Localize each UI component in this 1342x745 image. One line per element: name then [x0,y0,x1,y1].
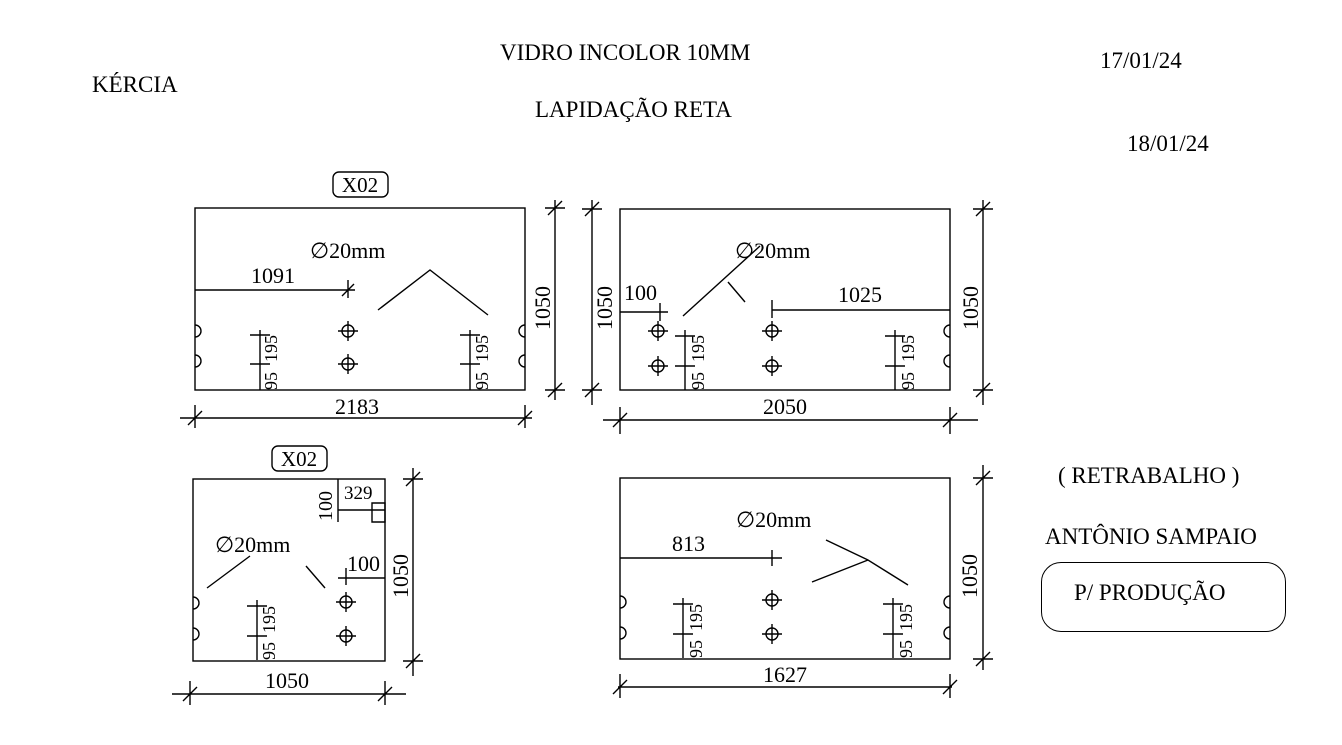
piece-4-notch-left [619,595,627,640]
piece-1-diameter-leader [377,269,489,316]
piece-2-offset-left-line [620,303,668,321]
piece-1-spacing-2: 195 [261,335,281,362]
piece-4-spacing-2-right: 195 [896,604,916,631]
piece-4: 813 95 195 95 195 ∅20mm 1050 1627 [612,465,993,698]
material-title: VIDRO INCOLOR 10MM [500,40,751,65]
piece-4-offset-line [620,550,782,566]
piece-3-notch-width: 329 [344,483,373,504]
piece-1-width-line [180,405,533,428]
piece-2-outline [619,208,951,391]
piece-4-outline [619,477,951,660]
piece-3-tag-box [271,445,328,472]
finish-title: LAPIDAÇÃO RETA [535,97,732,122]
piece-1-spacing-2-right: 195 [472,335,492,362]
production-stamp: P/ PRODUÇÃO [1041,562,1286,632]
client-name: KÉRCIA [92,72,178,97]
piece-1-offset: 1091 [251,263,295,288]
piece-2-hole [648,321,668,341]
piece-2: 95 195 95 195 100 1025 ∅20mm 1050 1050 2… [582,200,993,434]
piece-1-width: 2183 [335,394,379,419]
piece-2-height-right-line [973,200,993,405]
piece-3-width-line [172,681,406,705]
piece-1-spacing-1: 95 [261,372,281,390]
piece-2-spacing-2-right: 195 [898,335,918,362]
piece-3-diameter-leader [206,555,326,589]
piece-2-hole [648,356,668,376]
piece-1-outline [194,207,526,391]
piece-2-width: 2050 [763,394,807,419]
piece-2-height-left-line [582,200,602,405]
piece-3-diameter: ∅20mm [215,532,290,557]
piece-2-offset-right: 1025 [838,282,882,307]
piece-2-spacing-line-left [675,330,695,390]
piece-1-tag: X02 [342,173,378,197]
piece-4-width: 1627 [763,662,807,687]
piece-3-spacing-1: 95 [259,642,279,660]
piece-3-offset: 100 [347,551,380,576]
piece-2-spacing-line-right [885,330,905,390]
piece-4-spacing-1-right: 95 [896,640,916,658]
piece-1-notch-left [194,324,202,368]
piece-3-hole [336,592,356,612]
piece-3-height: 1050 [388,554,413,598]
piece-1-spacing-line-left [250,330,270,390]
piece-3: X02 100 329 100 95 195 ∅20mm 1050 1050 [172,445,423,705]
piece-1-notch-right [518,324,526,368]
piece-1-tag-box [332,171,389,198]
piece-2-diameter-leader [682,245,761,317]
piece-4-diameter-leader [811,539,909,586]
piece-2-height-right: 1050 [958,286,983,330]
piece-2-width-line [603,407,978,434]
date-1: 17/01/24 [1100,48,1182,73]
piece-3-outline [192,478,386,662]
piece-1-height-line [545,200,565,400]
person-name: ANTÔNIO SAMPAIO [1045,524,1257,549]
piece-3-spacing-2: 195 [259,606,279,633]
piece-4-height-line [973,465,993,670]
piece-4-width-line [612,674,958,698]
date-2: 18/01/24 [1127,131,1209,156]
piece-3-width: 1050 [265,668,309,693]
piece-4-offset: 813 [672,531,705,556]
piece-4-spacing-line-right [883,598,903,658]
piece-3-notch-height: 100 [315,491,337,521]
piece-2-offset-left: 100 [624,280,657,305]
piece-2-hole [762,356,782,376]
piece-1-offset-line [195,280,355,298]
piece-3-notch-left [192,596,200,641]
piece-4-diameter: ∅20mm [736,507,811,532]
piece-1-hole [338,354,358,374]
piece-4-spacing-1: 95 [686,640,706,658]
piece-2-spacing-2: 195 [688,335,708,362]
piece-2-diameter: ∅20mm [735,238,810,263]
piece-1-spacing-1-right: 95 [472,372,492,390]
piece-3-spacing-line [247,600,267,660]
piece-3-offset-line [338,568,385,585]
piece-3-tag: X02 [281,447,317,471]
piece-3-corner-notch [337,479,386,523]
piece-1-diameter: ∅20mm [310,238,385,263]
piece-2-notch-right [943,324,951,368]
piece-3-height-line [403,468,423,676]
piece-4-height: 1050 [957,554,982,598]
piece-4-notch-right [943,595,951,640]
piece-2-height-left: 1050 [592,286,617,330]
piece-3-hole [336,626,356,646]
rework-note: ( RETRABALHO ) [1058,463,1240,488]
piece-1: X02 95 195 95 195 1091 ∅20mm 1050 2183 [180,171,565,428]
piece-2-spacing-1: 95 [688,372,708,390]
piece-1-spacing-line-right [460,330,480,390]
piece-4-hole [762,624,782,644]
piece-2-offset-right-line [771,300,950,318]
piece-1-height: 1050 [530,286,555,330]
piece-2-spacing-1-right: 95 [898,372,918,390]
piece-4-spacing-2: 195 [686,604,706,631]
piece-2-hole [762,321,782,341]
piece-4-spacing-line-left [673,598,693,658]
piece-4-hole [762,590,782,610]
production-stamp-label: P/ PRODUÇÃO [1074,580,1226,605]
piece-1-hole [338,321,358,341]
